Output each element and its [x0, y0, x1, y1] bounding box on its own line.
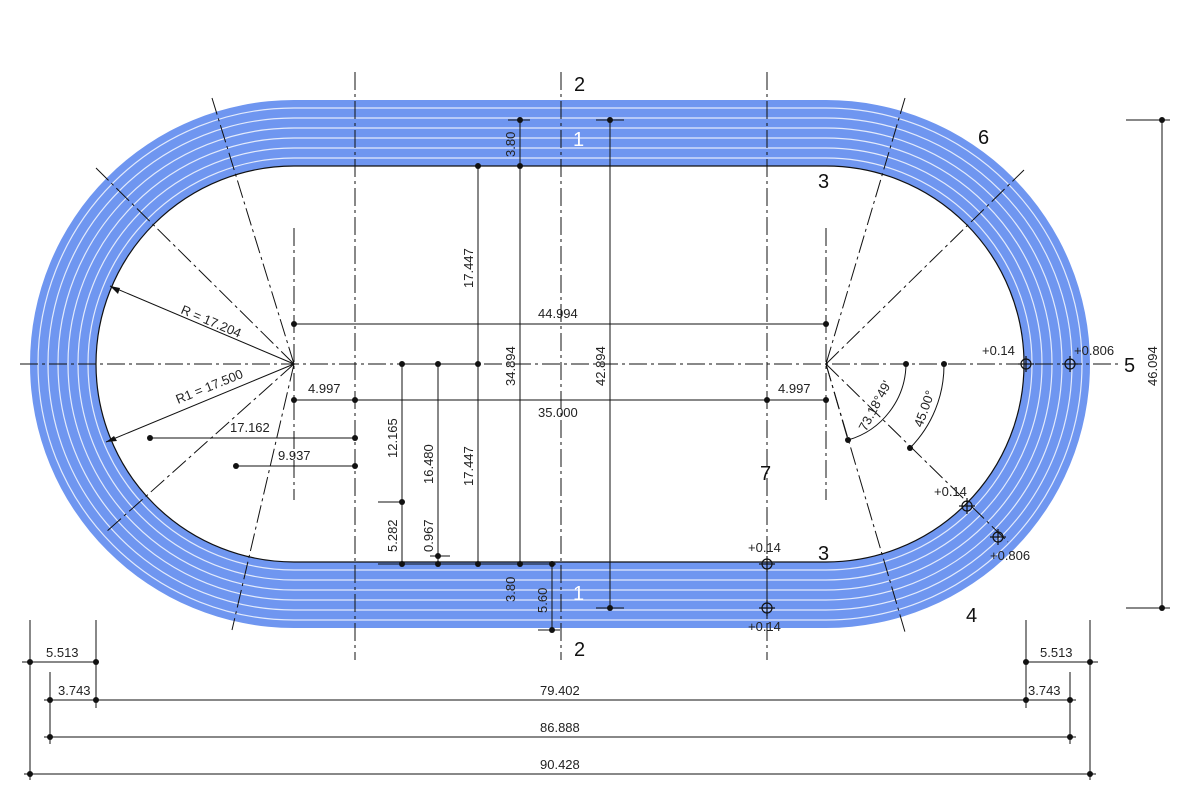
- dim-9-937: 9.937: [278, 448, 311, 463]
- dim-5-60: 5.60: [535, 588, 550, 613]
- dim-35-000: 35.000: [538, 405, 578, 420]
- dim-16-480: 16.480: [421, 444, 436, 484]
- inner-kerb: [95, 165, 1025, 563]
- dim-44-994: 44.994: [538, 306, 578, 321]
- dim-3-80-top: 3.80: [503, 132, 518, 157]
- offset-014-b: +0.14: [934, 484, 967, 499]
- dim-17-447-bottom: 17.447: [461, 446, 476, 486]
- offset-targets: [759, 356, 1078, 616]
- dim-4-997-right: 4.997: [778, 381, 811, 396]
- radius-r1-label: R1 = 17.500: [174, 366, 246, 407]
- mark-label-6: 6: [978, 127, 989, 149]
- dim-79-402: 79.402: [540, 683, 580, 698]
- axis-label-2-bottom: 2: [574, 639, 585, 661]
- mark-label-3-bottom: 3: [818, 543, 829, 565]
- external-dimensions: [22, 119, 1170, 780]
- mark-label-7: 7: [760, 463, 771, 485]
- mark-label-3-top: 3: [818, 171, 829, 193]
- running-track: [30, 100, 1090, 628]
- internal-dimension-lines: [150, 119, 945, 631]
- dim-46-094: 46.094: [1145, 346, 1160, 386]
- offset-0806-a: +0.806: [1074, 343, 1114, 358]
- dim-34-894: 34.894: [503, 346, 518, 386]
- offset-014-a: +0.14: [982, 343, 1015, 358]
- dim-12-165: 12.165: [385, 418, 400, 458]
- radius-leaders: [105, 285, 295, 443]
- mark-label-4: 4: [966, 605, 977, 627]
- offset-014-c: +0.14: [748, 540, 781, 555]
- mark-label-5: 5: [1124, 355, 1135, 377]
- lane-number-top: 1: [573, 129, 584, 151]
- axis-label-2-top: 2: [574, 74, 585, 96]
- dim-90-428: 90.428: [540, 757, 580, 772]
- radius-r-label: R = 17.204: [179, 302, 244, 341]
- dim-86-888: 86.888: [540, 720, 580, 735]
- dim-5-513-left: 5.513: [46, 645, 79, 660]
- lane-lines: [37, 107, 1083, 621]
- dim-42-894: 42.894: [593, 346, 608, 386]
- measure-points: [147, 117, 1165, 633]
- track-surface: [30, 100, 1090, 628]
- lane-number-bottom: 1: [573, 583, 584, 605]
- dim-17-447-top: 17.447: [461, 248, 476, 288]
- offset-014-d: +0.14: [748, 619, 781, 634]
- dim-5-282: 5.282: [385, 519, 400, 552]
- center-lines: [20, 72, 1120, 660]
- angle-45: 45.00°: [911, 388, 938, 429]
- dim-3-743-left: 3.743: [58, 683, 91, 698]
- dim-3-743-right: 3.743: [1028, 683, 1061, 698]
- dim-3-80-bottom: 3.80: [503, 577, 518, 602]
- dim-4-997-left: 4.997: [308, 381, 341, 396]
- offset-0806-b: +0.806: [990, 548, 1030, 563]
- dim-17-162: 17.162: [230, 420, 270, 435]
- dim-0-967: 0.967: [421, 519, 436, 552]
- dim-5-513-right: 5.513: [1040, 645, 1073, 660]
